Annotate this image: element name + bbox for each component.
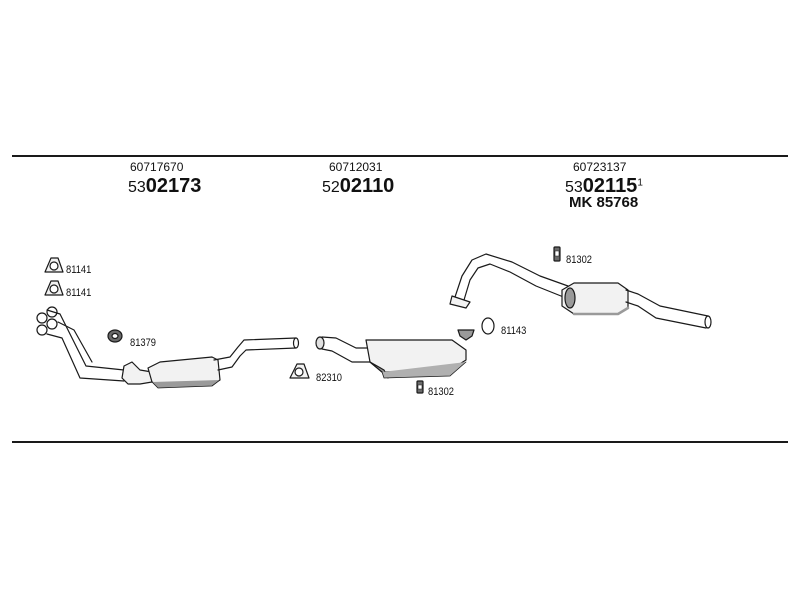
kit-number-2: 5202110 [322, 176, 394, 196]
kit-number-2-main: 02110 [339, 175, 395, 197]
kit-number-1: 5302173 [128, 176, 201, 196]
label-ring-1: 81143 [501, 325, 527, 337]
clamp-icon-2 [289, 363, 310, 379]
clamp-icon-1 [107, 329, 123, 343]
gasket-icon-2 [44, 280, 64, 296]
label-gasket-2: 81141 [66, 287, 92, 299]
kit-number-3-prefix: 53 [565, 179, 583, 196]
intermediate-muffler [365, 339, 467, 379]
hanger-icon [457, 329, 475, 341]
label-gasket-1: 81141 [66, 264, 92, 276]
kit-number-1-prefix: 53 [128, 179, 146, 196]
part-number-3: 60723137 [573, 160, 627, 174]
intermediate-pipe [315, 336, 373, 363]
rear-pipe [449, 253, 569, 309]
mk-label: MK 85768 [569, 194, 639, 211]
gasket-icon-1 [44, 257, 64, 273]
kit-number-1-main: 02173 [145, 175, 202, 197]
part-number-1: 60717670 [130, 160, 184, 174]
ring-icon [481, 317, 495, 335]
kit-number-3-suffix: 1 [637, 177, 643, 189]
rear-muffler [561, 282, 630, 316]
kit-number-2-prefix: 52 [322, 179, 340, 196]
front-downpipe [36, 306, 153, 385]
label-clamp-1: 81379 [130, 337, 157, 349]
center-muffler [147, 337, 300, 389]
label-clamp-2: 82310 [316, 372, 343, 384]
label-mount-1: 81302 [566, 254, 593, 266]
kit-number-3: 53021151 [565, 176, 643, 196]
rubber-mount-icon-2 [416, 380, 424, 394]
top-divider-line [12, 155, 788, 157]
label-mount-2: 81302 [428, 386, 455, 398]
bottom-divider-line [12, 441, 788, 443]
tailpipe [625, 289, 712, 329]
part-number-2: 60712031 [329, 160, 383, 174]
rubber-mount-icon-1 [553, 246, 561, 262]
kit-number-3-main: 02115 [582, 175, 638, 197]
